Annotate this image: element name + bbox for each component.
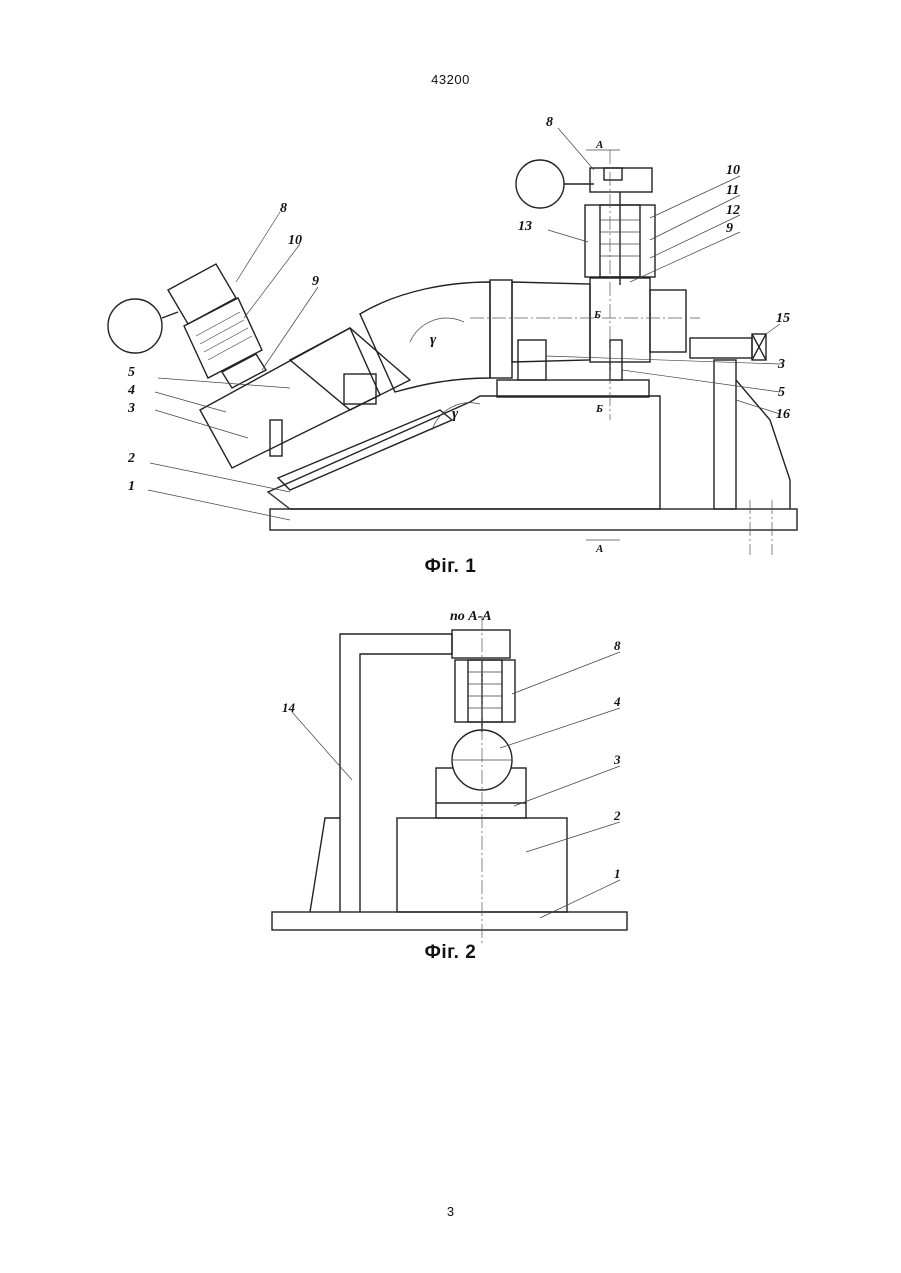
fig1-label-10b: 10 bbox=[726, 163, 740, 178]
fig1-stand bbox=[690, 334, 790, 509]
fig1-angle-gamma-1: γ bbox=[430, 332, 437, 348]
fig1-label-16: 16 bbox=[776, 407, 790, 422]
fig2-label-2: 2 bbox=[613, 808, 621, 823]
fig1-right-indicator bbox=[516, 160, 655, 285]
fig1-section-b-bottom: Б bbox=[595, 403, 603, 415]
fig1-label-3b: 3 bbox=[777, 357, 785, 372]
fig1-label-5b: 5 bbox=[778, 385, 785, 400]
fig1-label-12: 12 bbox=[726, 203, 740, 218]
fig2-base-plate bbox=[272, 912, 627, 930]
fig2-label-3: 3 bbox=[613, 752, 621, 767]
fig2-label-14: 14 bbox=[282, 700, 296, 715]
page-number: 3 bbox=[0, 1204, 901, 1219]
fig1-label-3a: 3 bbox=[127, 401, 135, 416]
fig1-label-9a: 9 bbox=[312, 274, 319, 289]
fig1-section-a-top: А bbox=[595, 139, 603, 151]
fig1-label-13: 13 bbox=[518, 219, 532, 234]
fig1-label-8b: 8 bbox=[546, 115, 553, 130]
fig2-label-8: 8 bbox=[614, 638, 621, 653]
fig1-label-4a: 4 bbox=[127, 383, 135, 398]
fig1-label-8a: 8 bbox=[280, 201, 287, 216]
figure-1-caption: Фіг. 1 bbox=[0, 556, 901, 578]
fig2-label-1: 1 bbox=[614, 866, 621, 881]
fig1-label-2: 2 bbox=[127, 451, 135, 466]
fig1-label-5a: 5 bbox=[128, 365, 135, 380]
fig1-angle-gamma-2: γ bbox=[452, 406, 459, 422]
fig1-section-a-bottom: А bbox=[595, 543, 603, 555]
figure-2-caption: Фіг. 2 bbox=[0, 942, 901, 964]
fig1-pipe bbox=[200, 278, 686, 468]
fig2-leader-lines bbox=[292, 652, 620, 918]
fig2-stand bbox=[310, 634, 452, 912]
fig2-indicator bbox=[452, 630, 515, 732]
fig1-label-1: 1 bbox=[128, 479, 135, 494]
fig1-section-b-top: Б bbox=[593, 309, 601, 321]
fig2-label-4: 4 bbox=[613, 694, 621, 709]
fig2-title: по А-А bbox=[450, 609, 492, 624]
fig1-leader-lines bbox=[148, 128, 780, 540]
fig1-label-11: 11 bbox=[726, 183, 739, 198]
fig1-base-plate bbox=[270, 509, 797, 530]
fig1-label-15: 15 bbox=[776, 311, 790, 326]
fig1-label-10a: 10 bbox=[288, 233, 302, 248]
fig1-label-9b: 9 bbox=[726, 221, 733, 236]
